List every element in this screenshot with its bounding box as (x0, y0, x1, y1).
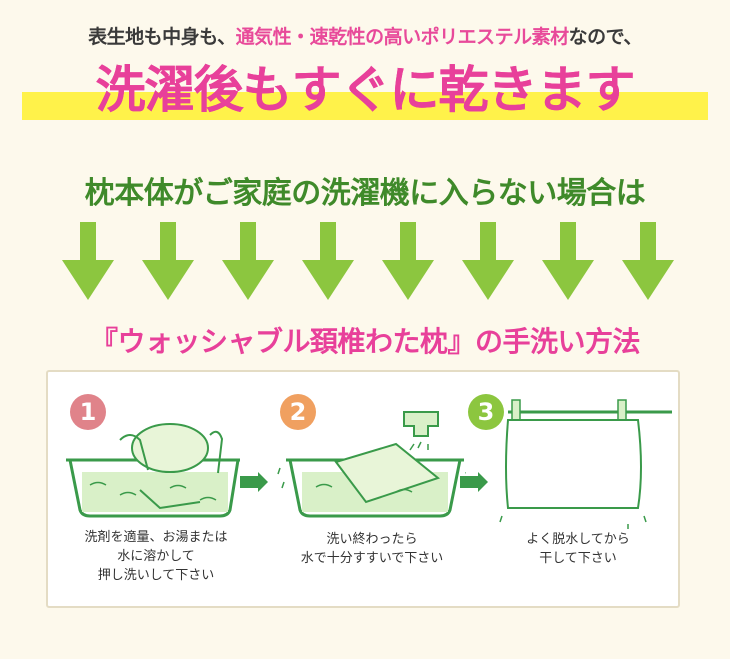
down-arrows (62, 222, 674, 300)
headline-highlight-bar (22, 92, 708, 120)
step-1-next-arrow (240, 472, 268, 492)
lead-part1: 表生地も中身も、 (88, 26, 236, 48)
lead-part3: なので、 (568, 26, 643, 48)
lead-text: 表生地も中身も、通気性・速乾性の高いポリエステル素材なので、 (0, 22, 730, 49)
down-arrow-3 (222, 222, 274, 300)
step-3-caption: よく脱水してから 干して下さい (526, 532, 630, 566)
step-2-caption: 洗い終わったら 水で十分すすいで下さい (300, 532, 444, 566)
down-arrow-6 (462, 222, 514, 300)
down-arrow-5 (382, 222, 434, 300)
step-3-number: 3 (477, 398, 495, 426)
subheading: 枕本体がご家庭の洗濯機に入らない場合は (84, 176, 646, 211)
step-1-number: 1 (79, 398, 97, 426)
step-2-number: 2 (289, 398, 307, 426)
down-arrow-1 (62, 222, 114, 300)
step-3-illustration (499, 399, 672, 529)
down-arrow-4 (302, 222, 354, 300)
method-title: 『ウォッシャブル頚椎わた枕』の手洗い方法 (89, 325, 641, 358)
instruction-panel: 1 洗剤を適量、お湯または 水に溶かして 押し洗いして下さい 2 洗い終わったら… (46, 370, 680, 608)
step-2-illustration (277, 411, 466, 518)
step-2-badge: 2 (280, 394, 316, 430)
step-1-illustration (66, 423, 240, 518)
lead-highlight: 通気性・速乾性の高いポリエステル素材 (235, 26, 570, 48)
down-arrow-7 (542, 222, 594, 300)
down-arrow-2 (142, 222, 194, 300)
step-3-badge: 3 (468, 394, 504, 430)
step-1-caption: 洗剤を適量、お湯または 水に溶かして 押し洗いして下さい (84, 530, 228, 583)
step-1-badge: 1 (70, 394, 106, 430)
down-arrow-8 (622, 222, 674, 300)
headline: 洗濯後もすぐに乾きます (95, 61, 636, 119)
step-2-next-arrow (460, 472, 488, 492)
